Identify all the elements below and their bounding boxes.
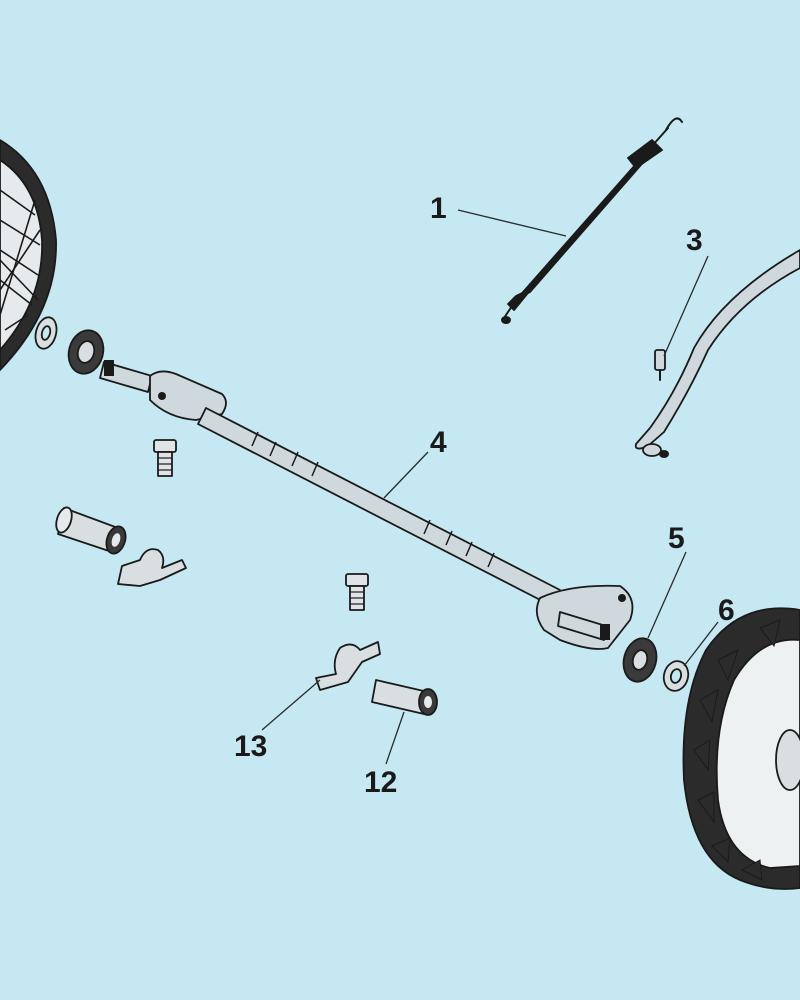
leader-lines: [261, 209, 719, 765]
bushing-12: [371, 679, 438, 716]
callout-4: 4: [430, 426, 447, 459]
leader-12: [385, 711, 405, 765]
right-wheel: [682, 607, 800, 890]
callout-13: 13: [234, 730, 267, 763]
axle-rod: [99, 360, 634, 650]
left-bushing-washer: [67, 329, 105, 375]
leader-13: [261, 679, 321, 731]
clamp-13: [315, 641, 381, 691]
callout-1: 1: [430, 192, 447, 225]
callout-5: 5: [668, 522, 685, 555]
bushing-left: [55, 506, 127, 555]
bolt-center: [345, 573, 369, 611]
left-wheel: [0, 139, 57, 371]
leader-4: [383, 451, 429, 499]
leader-3: [663, 255, 709, 357]
callout-3: 3: [686, 224, 703, 257]
leader-1: [457, 209, 567, 237]
leader-6: [683, 621, 719, 667]
washer-5: [622, 637, 658, 683]
callouts: 1 3 4 5 6 12 13: [234, 192, 735, 799]
left-small-washer: [34, 316, 58, 350]
leader-5: [647, 551, 687, 639]
handle-bar: [634, 249, 800, 458]
handle-pin: [654, 349, 666, 381]
clamp-left: [117, 548, 187, 587]
bolt-left: [153, 439, 177, 477]
callout-6: 6: [718, 594, 735, 627]
callout-12: 12: [364, 766, 397, 799]
washer-6: [662, 660, 690, 692]
gas-spring: [501, 117, 683, 324]
